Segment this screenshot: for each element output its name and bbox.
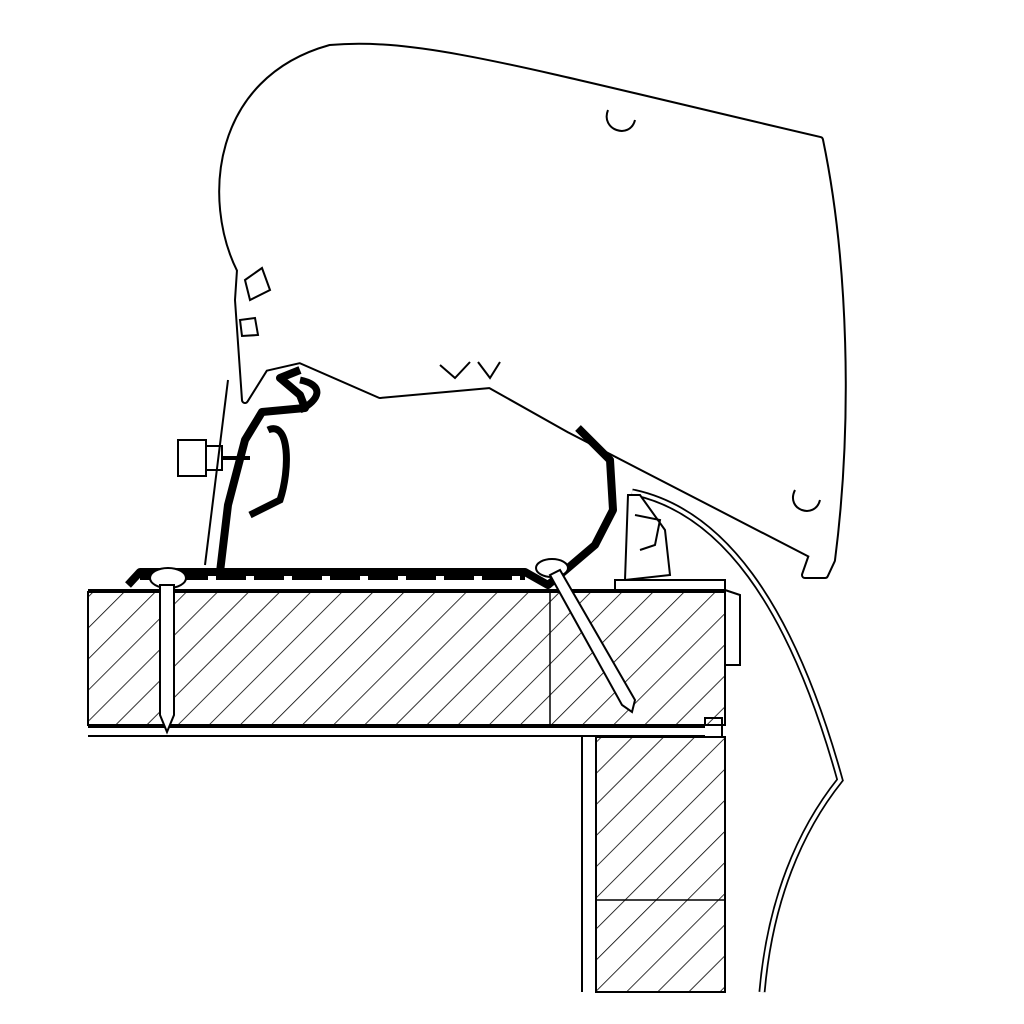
screw-icon [535,558,637,714]
wall-section [581,589,741,993]
wall-skin [631,488,844,993]
bolt-icon [177,379,250,566]
awning-case [218,42,847,579]
wall-rail-clip [614,494,726,591]
screw-icon [149,567,187,735]
adapter-rail-profile [125,366,617,589]
roof-slab [87,589,726,737]
